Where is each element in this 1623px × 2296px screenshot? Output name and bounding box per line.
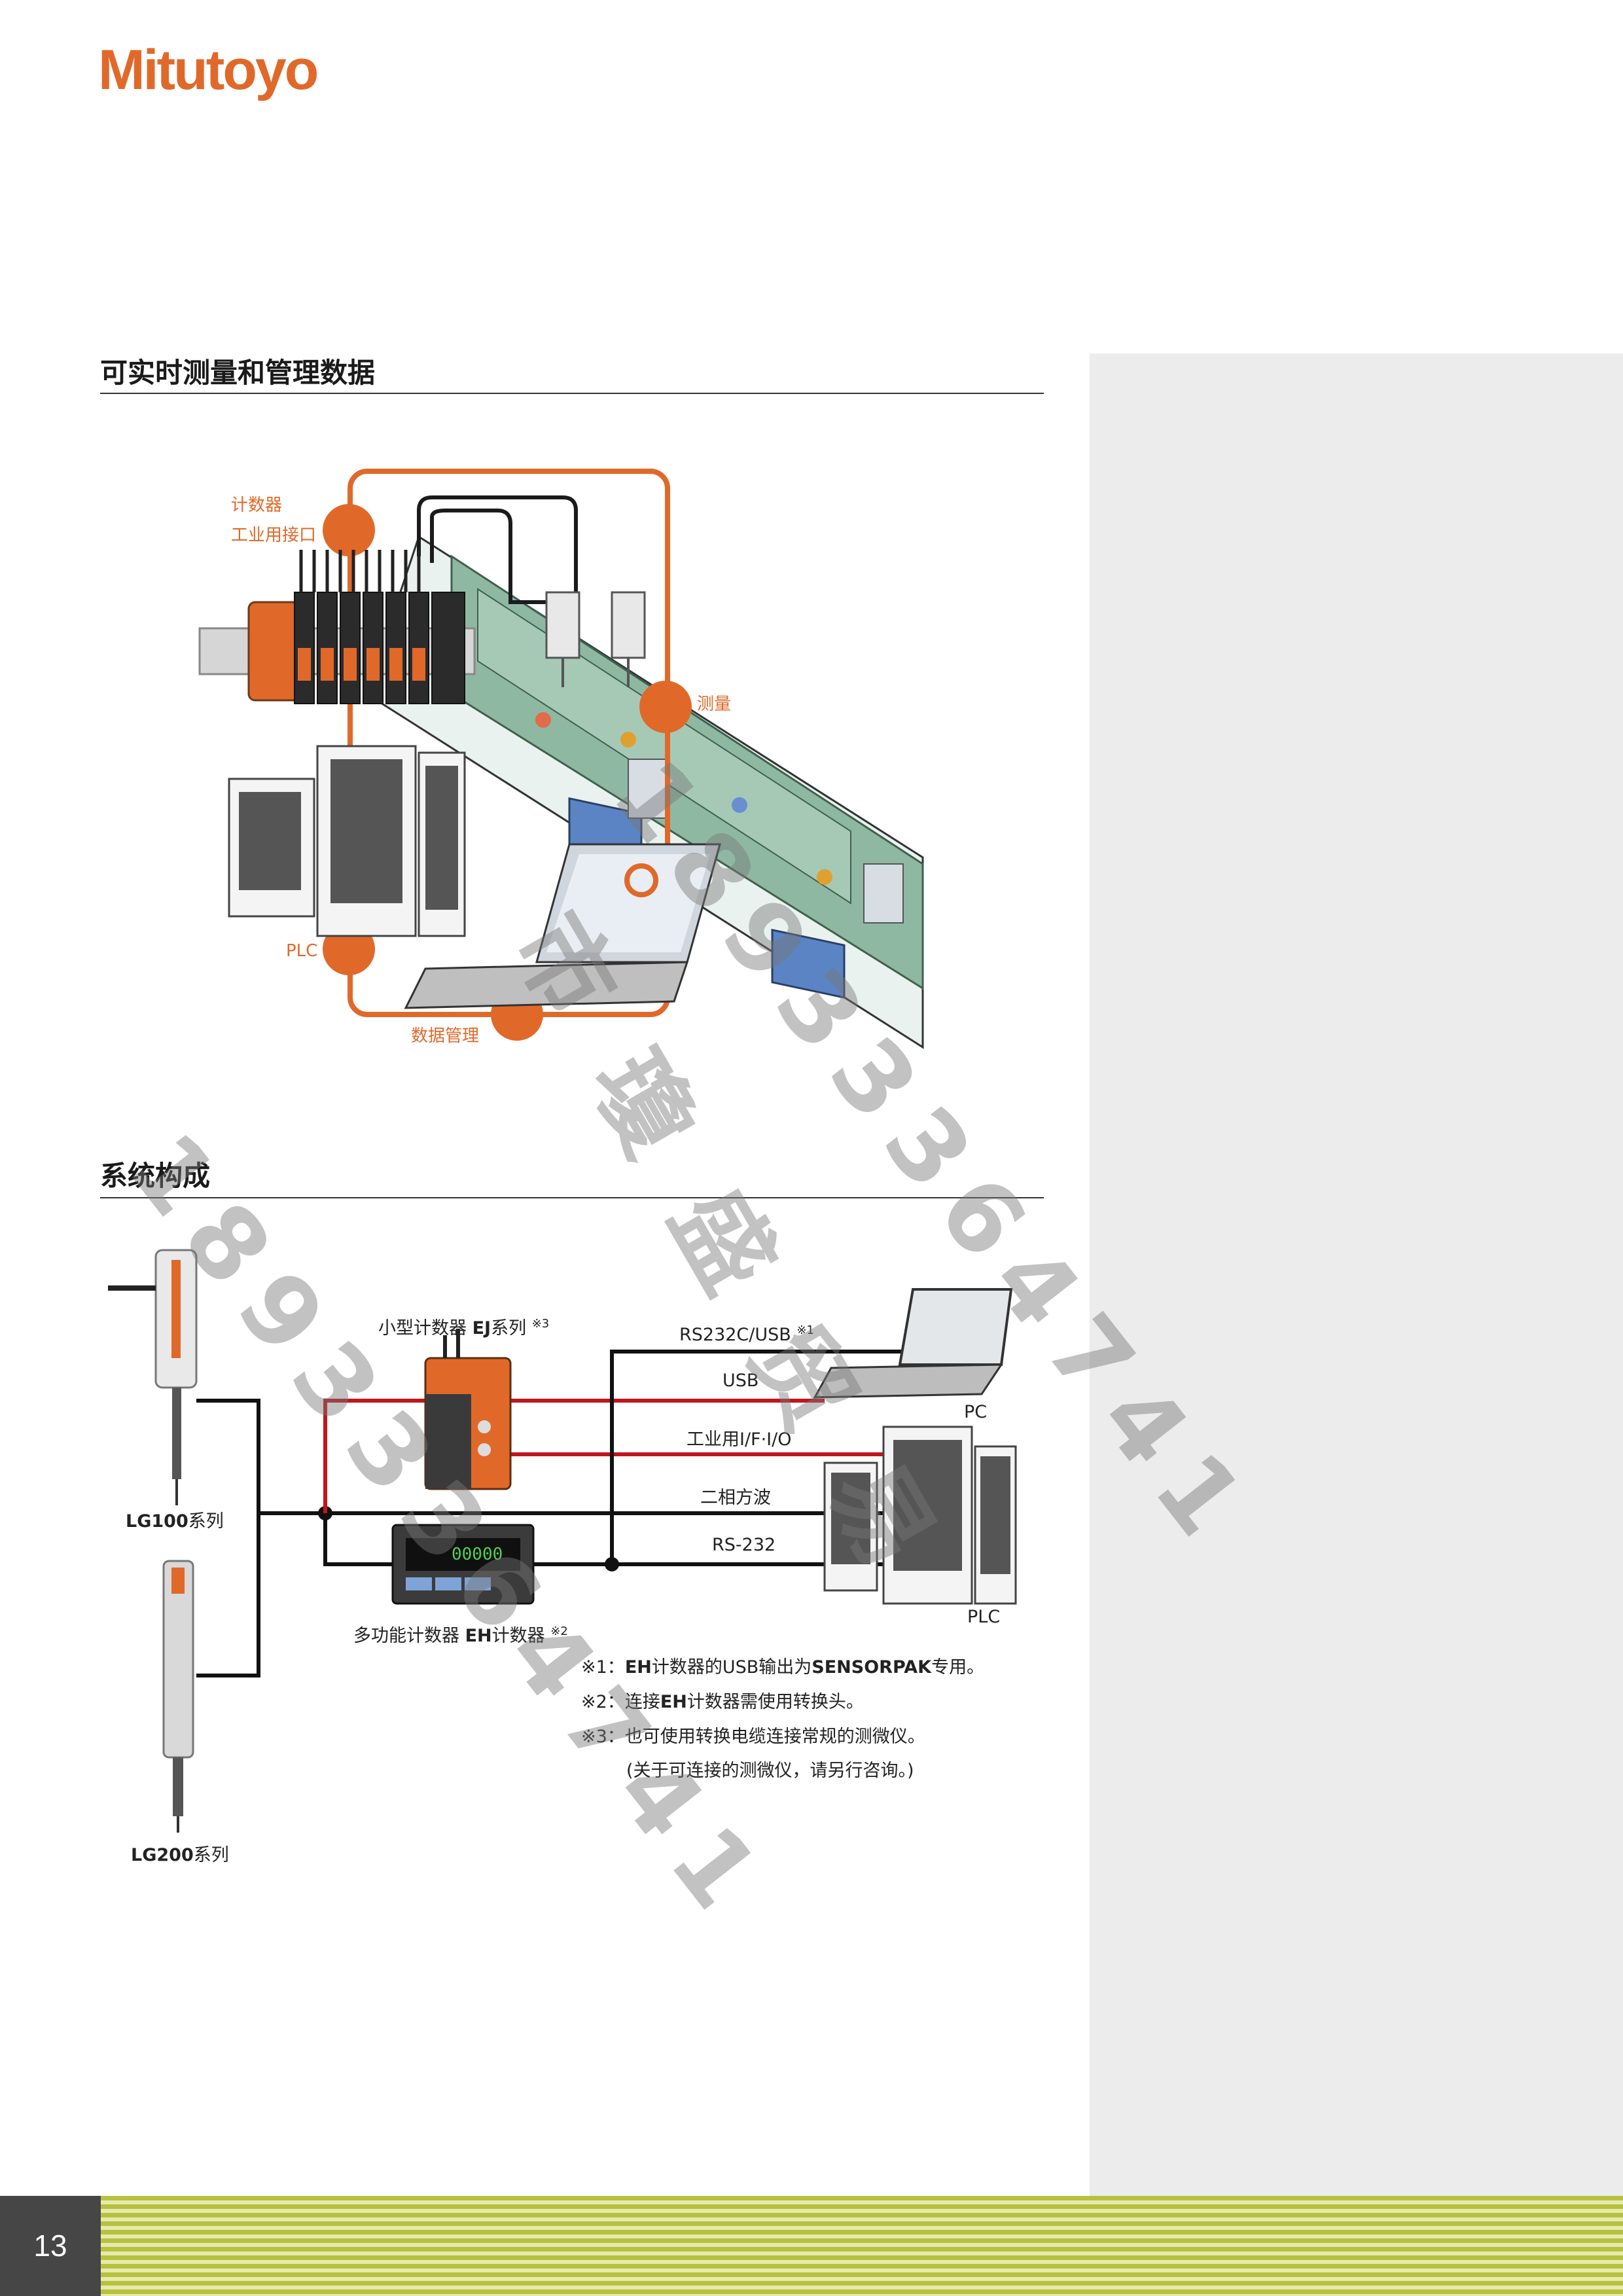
label-pc: PC [964,1402,988,1422]
note-3-continued: (关于可连接的测微仪，请另行咨询。) [626,1761,914,1781]
note-2-mark: ※2： [581,1692,625,1712]
ej-pre: 小型计数器 [378,1318,473,1338]
note-1-t2: 专用。 [931,1657,985,1677]
section-title-system: 系统构成 [100,1160,211,1192]
ej-post: 系列 [491,1318,527,1338]
eh-model: EH [465,1626,492,1646]
rs232c-usb-mark: ※1 [796,1323,814,1337]
side-panel [1090,353,1623,2196]
label-usb: USB [722,1371,759,1391]
system-diagram [108,1249,1017,1833]
lg200-suffix: 系列 [193,1845,229,1865]
note-3-t1: 也可使用转换电缆连接常规的测微仪。 [624,1727,925,1747]
label-counter: 计数器 [231,495,283,515]
footer-band [0,2196,1623,2296]
note-1-b1: EH [624,1657,652,1677]
label-plc: PLC [286,941,318,961]
note-1-t1: 计数器的USB输出为 [651,1657,812,1677]
lg200-model: LG200 [131,1845,194,1865]
label-ej-counter: 小型计数器 EJ系列 ※3 [378,1314,549,1339]
note-2-t1: 计数器需使用转换头。 [687,1692,864,1712]
note-2-t0: 连接 [624,1692,660,1712]
label-industrial-interface: 工业用接口 [231,526,317,545]
lg100-model: LG100 [126,1511,188,1532]
section-title-realtime: 可实时测量和管理数据 [100,357,376,389]
note-3-mark: ※3： [581,1727,625,1747]
ej-model: EJ [472,1318,491,1338]
label-rs232: RS-232 [712,1535,776,1555]
note-1-mark: ※1： [581,1657,625,1677]
note-3: ※3：也可使用转换电缆连接常规的测微仪。 [581,1722,925,1748]
label-plc-system: PLC [967,1607,1001,1627]
lg100-suffix: 系列 [188,1511,224,1532]
label-industrial-io: 工业用I/F·I/O [687,1429,792,1450]
label-rs232c-usb: RS232C/USB ※1 [679,1323,814,1345]
eh-display-readout: 00000 [452,1545,503,1564]
realtime-illustration [198,469,924,1049]
ej-mark: ※3 [531,1317,550,1331]
note-1: ※1：EH计数器的USB输出为SENSORPAK专用。 [581,1653,984,1678]
note-2-b1: EH [660,1692,687,1712]
rs232c-usb-text: RS232C/USB [679,1325,791,1345]
eh-post: 计数器 [491,1626,545,1646]
section-divider [100,393,1044,394]
label-measure: 测量 [697,694,732,714]
section-divider [100,1197,1044,1198]
label-lg100: LG100系列 [126,1507,224,1532]
note-2: ※2：连接EH计数器需使用转换头。 [581,1687,864,1713]
page-number: 13 [0,2196,101,2296]
eh-pre: 多功能计数器 [353,1626,465,1646]
label-data-management: 数据管理 [411,1026,480,1046]
eh-mark: ※2 [550,1624,568,1638]
mitutoyo-logo: Mitutoyo [98,39,319,101]
label-two-phase: 二相方波 [700,1488,771,1508]
label-lg200: LG200系列 [131,1840,229,1866]
note-1-b2: SENSORPAK [812,1657,932,1677]
label-eh-counter: 多功能计数器 EH计数器 ※2 [353,1621,568,1647]
